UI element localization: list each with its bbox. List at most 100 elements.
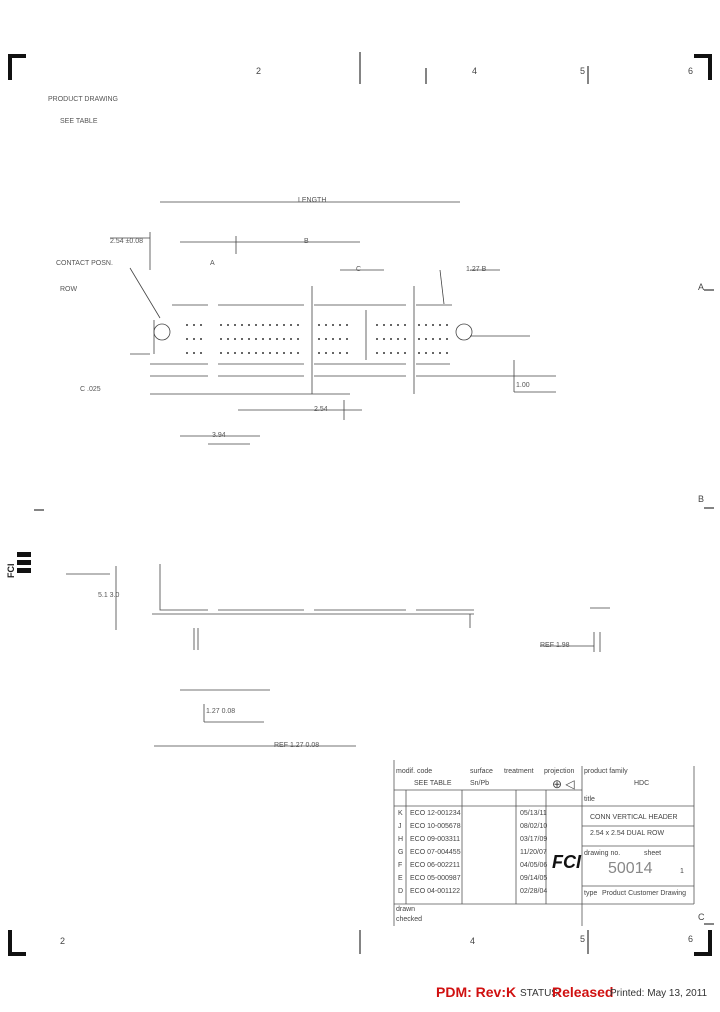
pin-dot (446, 338, 448, 340)
pin-dot (425, 338, 427, 340)
pin-dot (418, 352, 420, 354)
pin-dot (339, 352, 341, 354)
tb-val-surface: Sn/Pb (470, 780, 490, 787)
projection-icon: ⊕ ◁ (552, 777, 575, 791)
pin-dot (325, 324, 327, 326)
side-view (66, 564, 610, 747)
grid-col-2-top: 2 (256, 66, 262, 76)
pin-dot (269, 352, 271, 354)
revision-rev: K (398, 810, 403, 817)
pin-dot (390, 338, 392, 340)
pin-dot (241, 352, 243, 354)
dim-ref-2: 1.27 0.08 (206, 708, 236, 715)
dim-callout-1: 1.27 B (466, 266, 487, 273)
revision-date: 08/02/10 (520, 823, 548, 830)
dim-row-label: ROW (60, 286, 78, 293)
pin-dot (318, 324, 320, 326)
pin-dot (446, 324, 448, 326)
dim-ref-3: REF 1.27 0.08 (274, 742, 320, 749)
pin-dot (346, 352, 348, 354)
tb-header-modif: modif. code (396, 768, 433, 775)
pin-dot (248, 324, 250, 326)
pin-dot (227, 324, 229, 326)
pin-dot (276, 352, 278, 354)
tb-product-family: HDC (634, 780, 650, 787)
revision-date: 09/14/05 (520, 875, 548, 882)
revision-rev: D (398, 888, 404, 895)
revision-desc: ECO 10-005678 (410, 823, 461, 830)
dim-callout-2: C .025 (80, 386, 101, 393)
dim-ref-1: REF 1.98 (540, 642, 570, 649)
pin-dot (262, 352, 264, 354)
revision-date: 03/17/09 (520, 836, 548, 843)
pin-dot (200, 338, 202, 340)
pin-dot (339, 338, 341, 340)
pin-dot (262, 338, 264, 340)
grid-col-6-bottom: 6 (688, 934, 694, 944)
revision-date: 04/05/06 (520, 862, 548, 869)
pin-dot (346, 338, 348, 340)
title-block-frame (393, 760, 695, 926)
tb-type-label: type (584, 890, 598, 897)
pin-dot (418, 324, 420, 326)
pin-dot (439, 324, 441, 326)
revision-desc: ECO 07-004455 (410, 849, 461, 856)
pin-dot (269, 324, 271, 326)
pin-dot (404, 338, 406, 340)
tb-header-treatment: treatment (504, 768, 534, 775)
tb-description-2: 2.54 x 2.54 DUAL ROW (590, 830, 665, 837)
pin-dot (255, 352, 257, 354)
revision-desc: ECO 04-001122 (410, 888, 461, 895)
revision-desc: ECO 09-003311 (410, 836, 461, 843)
revision-desc: ECO 06-002211 (410, 862, 461, 869)
pin-dot (418, 338, 420, 340)
pin-dot (397, 338, 399, 340)
tb-drawing-no-label: drawing no. (584, 850, 621, 857)
pin-dot (234, 324, 236, 326)
revision-date: 02/28/04 (520, 888, 548, 895)
pin-dot (318, 338, 320, 340)
pin-dot (248, 352, 250, 354)
pin-dot (200, 324, 202, 326)
pin-dot (227, 352, 229, 354)
pin-dot (390, 352, 392, 354)
revision-date: 05/13/11 (520, 810, 547, 817)
pin-dot (439, 352, 441, 354)
pin-dot (339, 324, 341, 326)
revision-rev: E (398, 875, 403, 882)
pin-dot (193, 352, 195, 354)
grid-col-6-top: 6 (688, 66, 694, 76)
pin-dot (346, 324, 348, 326)
pin-dot (241, 324, 243, 326)
revision-rev: J (398, 823, 402, 830)
pin-dot (186, 338, 188, 340)
pin-dot (432, 352, 434, 354)
pin-dot (234, 352, 236, 354)
dim-contact-note: CONTACT POSN. (56, 260, 113, 267)
tb-val-modif: SEE TABLE (414, 780, 452, 787)
pin-dot (383, 352, 385, 354)
tb-header-projection: projection (544, 768, 575, 775)
pin-dot (186, 352, 188, 354)
pin-dot (200, 352, 202, 354)
pin-dot (397, 324, 399, 326)
tb-description-label: title (584, 796, 595, 803)
pin-dot (193, 338, 195, 340)
grid-col-2-bottom: 2 (60, 936, 66, 946)
dim-height-1: 5.1 3.0 (98, 592, 120, 599)
pin-dot (397, 352, 399, 354)
pin-dot (318, 352, 320, 354)
pin-dot (262, 324, 264, 326)
grid-ticks (34, 52, 714, 954)
pin-dot (290, 338, 292, 340)
pin-dot (332, 324, 334, 326)
pin-dot (376, 324, 378, 326)
pin-dot (376, 352, 378, 354)
frame-corners (8, 54, 712, 956)
pin-dot (255, 324, 257, 326)
grid-row-a: A (698, 282, 705, 292)
grid-row-c: C (698, 912, 705, 922)
footer-status-value: Released (552, 984, 614, 1000)
dim-datum-1: 1.00 (516, 382, 530, 389)
